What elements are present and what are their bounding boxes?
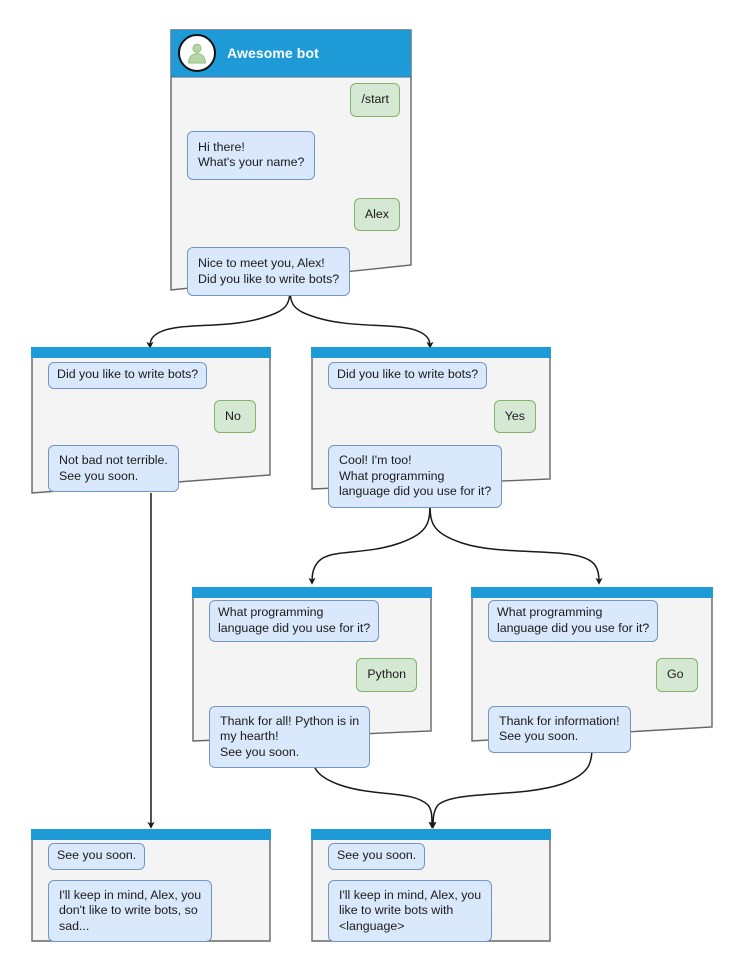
bot-message-bubble[interactable]: Thank for all! Python is in my hearth! S… <box>209 705 371 768</box>
end-happy-card[interactable]: See you soon. I'll keep in mind, Alex, y… <box>311 829 551 942</box>
no-branch-card[interactable]: Did you like to write bots? No Not bad n… <box>31 347 271 494</box>
bot-message-bubble[interactable]: Cool! I'm too! What programming language… <box>328 445 503 508</box>
user-message-bubble[interactable]: No <box>214 399 256 433</box>
message-row: Thank for all! Python is in my hearth! S… <box>204 705 420 768</box>
message-row: I'll keep in mind, Alex, you don't like … <box>43 879 259 942</box>
yes-branch-messages: Did you like to write bots? Yes Cool! I'… <box>311 362 551 508</box>
message-row: See you soon. <box>323 843 539 870</box>
bot-message-bubble[interactable]: Hi there! What's your name? <box>187 130 316 180</box>
end-sad-card[interactable]: See you soon. I'll keep in mind, Alex, y… <box>31 829 271 942</box>
message-row: Thank for information! See you soon. <box>483 705 701 753</box>
message-row: What programming language did you use fo… <box>483 600 701 642</box>
start-card-messages: /start Hi there! What's your name? Alex … <box>170 83 412 296</box>
start-card-title: Awesome bot <box>227 45 319 61</box>
bot-message-bubble[interactable]: Nice to meet you, Alex! Did you like to … <box>187 247 351 296</box>
end-sad-messages: See you soon. I'll keep in mind, Alex, y… <box>31 843 271 942</box>
message-row: /start <box>182 83 400 117</box>
bot-message-bubble[interactable]: Did you like to write bots? <box>48 362 208 389</box>
python-branch-card[interactable]: What programming language did you use fo… <box>192 587 432 768</box>
user-message-bubble[interactable]: Go <box>656 658 698 692</box>
message-row: Nice to meet you, Alex! Did you like to … <box>182 247 400 296</box>
bot-message-bubble[interactable]: I'll keep in mind, Alex, you like to wri… <box>328 879 493 942</box>
connector-go-to-end <box>429 741 593 829</box>
go-branch-messages: What programming language did you use fo… <box>471 600 713 753</box>
message-row: I'll keep in mind, Alex, you like to wri… <box>323 879 539 942</box>
message-row: Did you like to write bots? <box>43 362 259 389</box>
message-row: Did you like to write bots? <box>323 362 539 389</box>
message-row: Alex <box>182 197 400 231</box>
bot-message-bubble[interactable]: Thank for information! See you soon. <box>488 705 631 753</box>
message-row: Python <box>204 658 420 692</box>
bot-message-bubble[interactable]: Did you like to write bots? <box>328 362 488 389</box>
user-avatar-icon <box>178 34 216 72</box>
message-row: No <box>43 399 259 433</box>
message-row: Hi there! What's your name? <box>182 130 400 180</box>
message-row: Not bad not terrible. See you soon. <box>43 445 259 492</box>
bot-message-bubble[interactable]: Not bad not terrible. See you soon. <box>48 445 179 492</box>
user-message-bubble[interactable]: Yes <box>493 399 536 433</box>
python-branch-messages: What programming language did you use fo… <box>192 600 432 768</box>
user-message-bubble[interactable]: /start <box>350 83 400 117</box>
message-row: Go <box>483 658 701 692</box>
message-row: What programming language did you use fo… <box>204 600 420 642</box>
bot-message-bubble[interactable]: What programming language did you use fo… <box>488 600 659 642</box>
go-branch-card[interactable]: What programming language did you use fo… <box>471 587 713 753</box>
user-message-bubble[interactable]: Alex <box>353 197 400 231</box>
yes-branch-card[interactable]: Did you like to write bots? Yes Cool! I'… <box>311 347 551 508</box>
user-message-bubble[interactable]: Python <box>356 658 417 692</box>
start-card-header: Awesome bot <box>170 29 412 77</box>
start-card[interactable]: Awesome bot /start Hi there! What's your… <box>170 29 412 296</box>
connector-yes-to-go <box>429 499 603 585</box>
bot-message-bubble[interactable]: See you soon. <box>48 843 146 870</box>
message-row: Yes <box>323 399 539 433</box>
message-row: See you soon. <box>43 843 259 870</box>
message-row: Cool! I'm too! What programming language… <box>323 445 539 508</box>
bot-message-bubble[interactable]: I'll keep in mind, Alex, you don't like … <box>48 879 213 942</box>
connector-yes-to-python <box>308 499 431 585</box>
bot-message-bubble[interactable]: What programming language did you use fo… <box>209 600 380 642</box>
bot-message-bubble[interactable]: See you soon. <box>328 843 426 870</box>
end-happy-messages: See you soon. I'll keep in mind, Alex, y… <box>311 843 551 942</box>
no-branch-messages: Did you like to write bots? No Not bad n… <box>31 362 271 492</box>
